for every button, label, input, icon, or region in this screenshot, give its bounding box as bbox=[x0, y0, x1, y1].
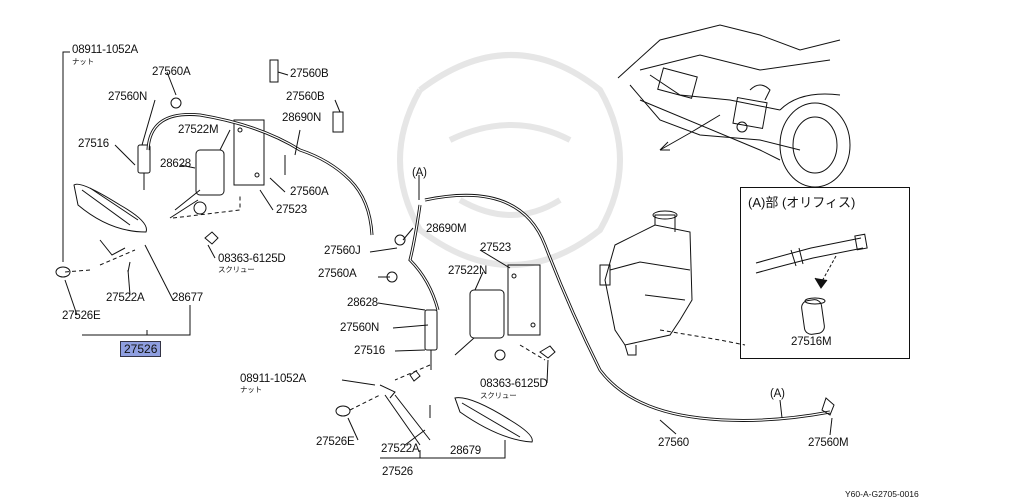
label-28690n: 28690N bbox=[282, 112, 322, 124]
label-27560b-2: 27560B bbox=[286, 91, 325, 103]
label-28677: 28677 bbox=[172, 292, 203, 304]
orifice-detail-inset: (A)部 (オリフィス) 27516M bbox=[740, 187, 910, 359]
label-28628-low: 28628 bbox=[347, 297, 378, 309]
label-27560n-top: 27560N bbox=[108, 91, 148, 103]
label-27560a-top: 27560A bbox=[152, 66, 191, 78]
label-screw-top: スクリュー bbox=[218, 265, 255, 274]
label-08911-low: 08911-1052A bbox=[240, 373, 307, 385]
label-28690m: 28690M bbox=[426, 223, 467, 235]
label-27522m: 27522M bbox=[178, 124, 219, 136]
highlighted-part-27526[interactable]: 27526 bbox=[120, 341, 162, 357]
label-27523-top: 27523 bbox=[276, 204, 307, 216]
lower-washer-assembly bbox=[335, 204, 556, 446]
label-27523-low: 27523 bbox=[480, 242, 511, 254]
label-27560m: 27560M bbox=[808, 437, 849, 449]
label-27516-low: 27516 bbox=[354, 345, 385, 357]
label-screw-low: スクリュー bbox=[480, 391, 517, 400]
label-27526-low: 27526 bbox=[382, 466, 413, 478]
label-27560a-low: 27560A bbox=[318, 268, 357, 280]
label-nut-low: ナット bbox=[240, 385, 262, 394]
label-28679: 28679 bbox=[450, 445, 481, 457]
label-27526e-top: 27526E bbox=[62, 310, 101, 322]
label-27560j: 27560J bbox=[324, 245, 361, 257]
label-08363-top: 08363-6125D bbox=[218, 253, 286, 265]
label-08911-top: 08911-1052A bbox=[72, 44, 139, 56]
label-27560a-mid: 27560A bbox=[290, 186, 329, 198]
label-27560n-low: 27560N bbox=[340, 322, 380, 334]
label-27522n: 27522N bbox=[448, 265, 488, 277]
washer-tank bbox=[599, 210, 693, 356]
label-27560b-1: 27560B bbox=[290, 68, 329, 80]
label-08363-low: 08363-6125D bbox=[480, 378, 548, 390]
label-27560: 27560 bbox=[658, 437, 689, 449]
orifice-illustration bbox=[755, 233, 868, 335]
truck-illustration bbox=[617, 24, 851, 188]
inset-part-27516m: 27516M bbox=[791, 336, 832, 348]
watermark-emblem bbox=[397, 52, 623, 268]
label-27522a-top: 27522A bbox=[106, 292, 145, 304]
label-27516-top: 27516 bbox=[78, 138, 109, 150]
label-orifice-a-1: (A) bbox=[412, 167, 427, 179]
label-27522a-low: 27522A bbox=[381, 443, 420, 455]
label-28628-top: 28628 bbox=[160, 158, 191, 170]
label-27526e-low: 27526E bbox=[316, 436, 355, 448]
diagram-code: Y60-A-G2705-0016 bbox=[845, 489, 919, 499]
label-orifice-a-2: (A) bbox=[770, 388, 785, 400]
upper-washer-assembly bbox=[55, 59, 374, 278]
inset-title: (A)部 (オリフィス) bbox=[748, 195, 856, 210]
label-nut-top: ナット bbox=[72, 57, 94, 66]
